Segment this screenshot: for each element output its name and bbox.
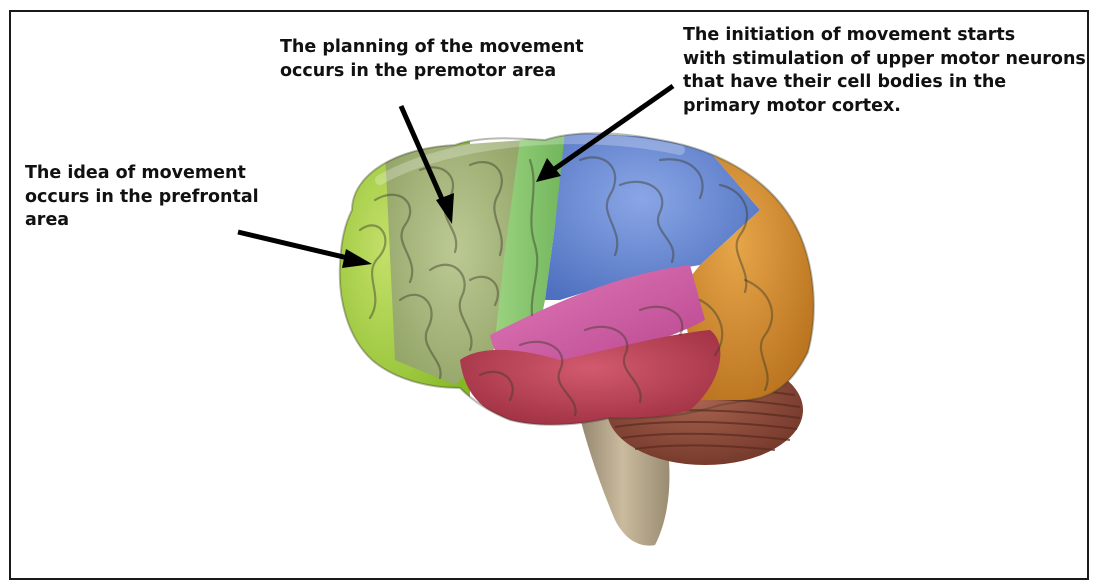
label-prefrontal-line: area xyxy=(25,209,259,233)
label-premotor-line: The planning of the movement xyxy=(280,36,584,60)
label-prefrontal-line: occurs in the prefrontal xyxy=(25,186,259,210)
label-prefrontal-line: The idea of movement xyxy=(25,162,259,186)
label-primary-motor-line: primary motor cortex. xyxy=(683,95,1086,119)
label-premotor-line: occurs in the premotor area xyxy=(280,60,584,84)
label-primary-motor-line: that have their cell bodies in the xyxy=(683,71,1086,95)
label-primary-motor-line: The initiation of movement starts xyxy=(683,24,1086,48)
label-prefrontal: The idea of movement occurs in the prefr… xyxy=(25,162,259,233)
label-primary-motor: The initiation of movement starts with s… xyxy=(683,24,1086,118)
label-premotor: The planning of the movement occurs in t… xyxy=(280,36,584,83)
label-primary-motor-line: with stimulation of upper motor neurons xyxy=(683,48,1086,72)
